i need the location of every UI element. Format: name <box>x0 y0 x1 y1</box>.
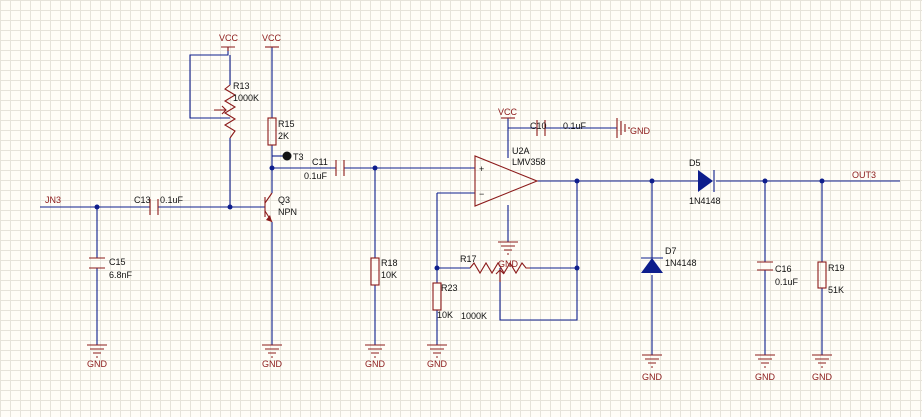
transistor-q3[interactable]: Q3 NPN <box>264 192 297 223</box>
capacitor-c10[interactable]: C10 0.1uF <box>530 120 587 136</box>
r15-ref: R15 <box>278 119 295 129</box>
net-label-input[interactable]: JN3 <box>45 195 61 205</box>
gnd-symbol: GND <box>262 344 283 369</box>
c16-ref: C16 <box>775 264 792 274</box>
capacitor-c13[interactable]: C13 0.1uF <box>134 195 184 215</box>
junctions <box>94 165 825 271</box>
svg-text:GND: GND <box>427 359 448 369</box>
svg-text:GND: GND <box>812 372 833 382</box>
resistor-r23[interactable]: R23 10K <box>432 282 458 320</box>
r23-ref: R23 <box>441 283 458 293</box>
svg-text:GND: GND <box>642 372 663 382</box>
gnd-symbol: GND <box>755 354 776 382</box>
diode-d5[interactable]: D5 1N4148 <box>689 158 721 206</box>
u2a-ref: U2A <box>512 146 530 156</box>
test-point-dot <box>282 151 292 161</box>
r23-value: 10K <box>437 310 453 320</box>
svg-text:GND: GND <box>755 372 776 382</box>
net-label-output[interactable]: OUT3 <box>852 170 876 180</box>
r15-value: 2K <box>278 131 289 141</box>
junction-dot <box>94 204 100 210</box>
resistor-r15[interactable]: R15 2K <box>267 117 295 146</box>
junction-dot <box>269 165 275 171</box>
potentiometer-r17[interactable]: R17 1000K <box>460 254 530 321</box>
gnd-symbol: GND <box>365 344 386 369</box>
gnd-symbol: GND <box>812 354 833 382</box>
svg-text:VCC: VCC <box>498 107 518 117</box>
r17-value: 1000K <box>461 311 487 321</box>
capacitor-c16[interactable]: C16 0.1uF <box>757 261 799 287</box>
u2a-value: LMV358 <box>512 157 546 167</box>
vcc-symbol: VCC <box>498 107 518 119</box>
svg-text:GND: GND <box>498 259 519 269</box>
c11-value: 0.1uF <box>304 171 328 181</box>
c15-value: 6.8nF <box>109 270 133 280</box>
opamp-plus-pin: + <box>479 164 484 174</box>
svg-text:GND: GND <box>365 359 386 369</box>
test-point-t3[interactable]: T3 <box>272 151 304 163</box>
capacitor-c11[interactable]: C11 0.1uF <box>304 157 345 181</box>
q3-value: NPN <box>278 207 297 217</box>
junction-dot <box>372 165 378 171</box>
c16-value: 0.1uF <box>775 277 799 287</box>
d7-ref: D7 <box>665 246 677 256</box>
junction-dot <box>819 178 825 184</box>
svg-text:GND: GND <box>87 359 108 369</box>
c10-ref: C10 <box>530 121 547 131</box>
junction-dot <box>227 204 233 210</box>
c11-ref: C11 <box>312 157 328 167</box>
gnd-symbol: GND <box>87 344 108 369</box>
r18-ref: R18 <box>381 258 398 268</box>
gnd-symbol: GND <box>498 241 519 269</box>
c13-ref: C13 <box>134 195 151 205</box>
potentiometer-r13[interactable]: R13 1000K <box>214 81 259 139</box>
resistor-r18[interactable]: R18 10K <box>370 257 398 286</box>
opamp-u2a[interactable]: + − U2A LMV358 <box>474 146 546 207</box>
opamp-minus-pin: − <box>479 189 484 199</box>
c15-ref: C15 <box>109 257 126 267</box>
d5-value: 1N4148 <box>689 196 721 206</box>
junction-dot <box>574 178 580 184</box>
c10-value: 0.1uF <box>563 121 587 131</box>
junction-dot <box>649 178 655 184</box>
resistor-r19[interactable]: R19 51K <box>817 261 845 295</box>
svg-text:GND: GND <box>630 126 651 136</box>
q3-ref: Q3 <box>278 195 290 205</box>
r17-ref: R17 <box>460 254 477 264</box>
r13-value: 1000K <box>233 93 259 103</box>
vcc-symbol: VCC <box>262 33 282 48</box>
capacitor-c15[interactable]: C15 6.8nF <box>89 257 133 280</box>
r19-ref: R19 <box>828 263 845 273</box>
c13-value: 0.1uF <box>160 195 184 205</box>
gnd-symbol: GND <box>427 344 448 369</box>
svg-text:VCC: VCC <box>262 33 282 43</box>
d7-value: 1N4148 <box>665 258 697 268</box>
wires <box>40 47 900 355</box>
r19-value: 51K <box>828 285 844 295</box>
svg-text:GND: GND <box>262 359 283 369</box>
junction-dot <box>434 265 440 271</box>
r13-ref: R13 <box>233 81 250 91</box>
diode-d7[interactable]: D7 1N4148 <box>641 246 697 273</box>
junction-dot <box>762 178 768 184</box>
svg-text:VCC: VCC <box>219 33 239 43</box>
t3-label: T3 <box>293 152 304 162</box>
junction-dot <box>574 265 580 271</box>
gnd-symbol: GND <box>616 118 651 138</box>
vcc-symbol: VCC <box>219 33 239 51</box>
d5-ref: D5 <box>689 158 701 168</box>
r18-value: 10K <box>381 270 397 280</box>
gnd-symbol: GND <box>642 354 663 382</box>
